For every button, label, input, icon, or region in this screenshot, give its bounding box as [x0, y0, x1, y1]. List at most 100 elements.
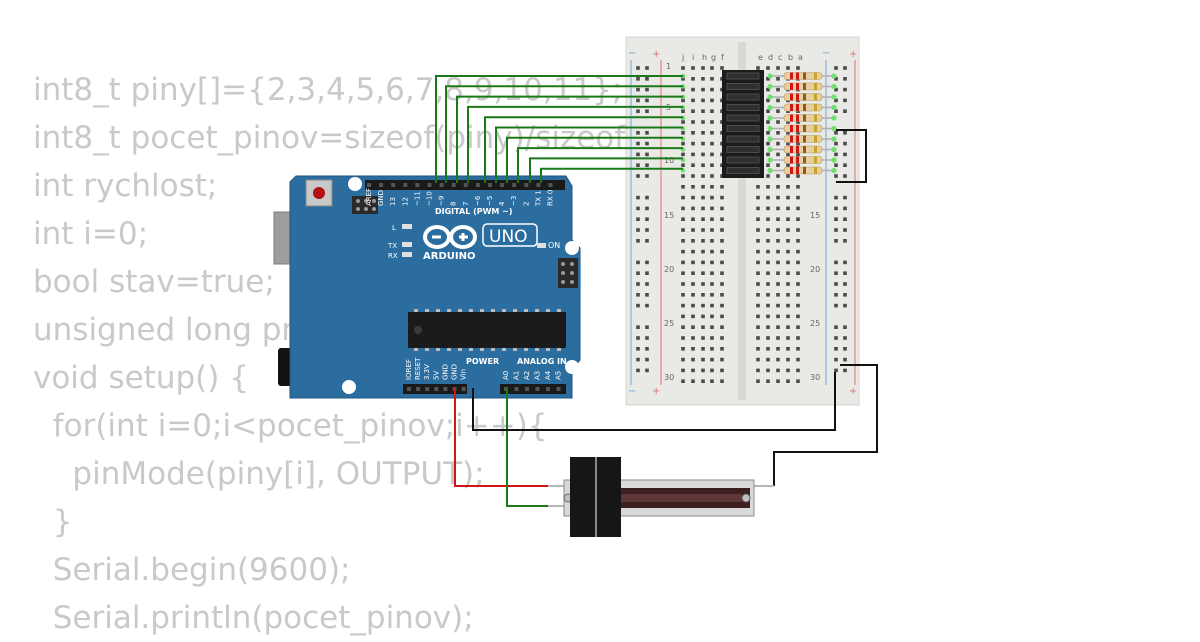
breadboard-hole: [710, 185, 714, 189]
breadboard-hole: [645, 303, 649, 308]
resistor-band: [814, 167, 817, 174]
header-pin: [475, 183, 480, 187]
breadboard-hole: [636, 271, 640, 275]
breadboard-hole: [834, 368, 838, 373]
breadboard-hole: [710, 347, 714, 351]
breadboard-hole: [766, 98, 770, 103]
chip-leg: [557, 309, 561, 312]
breadboard-hole: [776, 271, 780, 275]
connection-dot: [831, 157, 837, 163]
slide-potentiometer: [548, 457, 774, 537]
chip-leg: [524, 309, 528, 312]
breadboard-hole: [701, 217, 705, 221]
breadboard-hole: [636, 131, 640, 135]
breadboard-hole: [756, 293, 760, 297]
breadboard-hole: [720, 260, 724, 265]
breadboard-hole: [701, 120, 705, 124]
breadboard-hole: [843, 228, 847, 232]
header-pin: [500, 183, 505, 187]
breadboard-hole: [691, 379, 695, 383]
breadboard-hole: [834, 152, 838, 157]
breadboard-hole: [843, 357, 847, 362]
breadboard-hole: [645, 109, 649, 113]
chip-leg: [524, 348, 528, 351]
row-number: 20: [664, 265, 674, 274]
breadboard-hole: [766, 239, 770, 243]
breadboard-hole: [796, 314, 800, 319]
breadboard-hole: [636, 195, 640, 200]
row-number: 30: [664, 373, 674, 382]
breadboard-hole: [843, 368, 847, 373]
breadboard-hole: [691, 66, 695, 70]
chip-leg: [414, 309, 418, 312]
breadboard-hole: [636, 325, 640, 329]
header-pin: [407, 387, 411, 391]
breadboard-hole: [796, 368, 800, 373]
breadboard-hole: [636, 152, 640, 157]
breadboard-hole: [710, 239, 714, 243]
header-pin: [548, 183, 553, 187]
breadboard-hole: [645, 336, 649, 340]
breadboard-hole: [776, 163, 780, 167]
breadboard-hole: [710, 379, 714, 383]
breadboard-hole: [691, 141, 695, 146]
breadboard-hole: [701, 152, 705, 157]
breadboard-hole: [681, 271, 685, 275]
breadboard-hole: [786, 66, 790, 70]
breadboard-hole: [636, 77, 640, 81]
resistor-band: [790, 83, 793, 90]
breadboard-hole: [756, 217, 760, 221]
breadboard-hole: [720, 217, 724, 221]
breadboard-hole: [843, 336, 847, 340]
breadboard-hole: [796, 141, 800, 146]
breadboard-hole: [701, 141, 705, 146]
breadboard-hole: [756, 206, 760, 211]
breadboard-hole: [756, 195, 760, 200]
potentiometer-wiper-wire: [773, 364, 878, 486]
breadboard-hole: [834, 131, 838, 135]
ground-wire: [472, 372, 836, 431]
led-segment: [726, 114, 760, 122]
breadboard-hole: [691, 357, 695, 362]
breadboard-hole: [766, 314, 770, 319]
breadboard-hole: [710, 131, 714, 135]
breadboard-hole: [710, 98, 714, 103]
breadboard-hole: [786, 228, 790, 232]
breadboard-hole: [766, 195, 770, 200]
breadboard-hole: [776, 314, 780, 319]
chip-leg: [491, 348, 495, 351]
breadboard-hole: [710, 303, 714, 308]
header-pin: [451, 183, 456, 187]
header-pin: [524, 183, 529, 187]
breadboard-hole: [681, 239, 685, 243]
breadboard-hole: [681, 163, 685, 167]
digital-pin-label: ~5: [486, 196, 494, 206]
breadboard-hole: [645, 217, 649, 221]
breadboard-hole: [720, 185, 724, 189]
breadboard-hole: [843, 174, 847, 178]
breadboard-hole: [766, 249, 770, 254]
signal-wire: [467, 105, 683, 183]
code-line: int8_t piny[]={2,3,4,5,6,7,8,9,10,11};: [33, 72, 623, 108]
breadboard-hole: [701, 185, 705, 189]
breadboard-hole: [636, 347, 640, 351]
arduino-brand: ARDUINO: [423, 251, 475, 262]
breadboard-hole: [691, 206, 695, 211]
breadboard-hole: [843, 131, 847, 135]
breadboard-hole: [776, 174, 780, 178]
breadboard-hole: [766, 228, 770, 232]
connection-dot: [831, 104, 837, 111]
breadboard-hole: [843, 239, 847, 243]
breadboard-hole: [843, 195, 847, 200]
bottom-pin-label: A0: [502, 371, 510, 380]
resistor-band: [814, 114, 817, 122]
rail-plus-label: +: [652, 49, 660, 60]
breadboard-hole: [776, 120, 780, 124]
breadboard-hole: [701, 195, 705, 200]
breadboard-hole: [766, 152, 770, 157]
header-pin: [546, 387, 550, 391]
breadboard-hole: [636, 336, 640, 340]
breadboard-hole: [681, 152, 685, 157]
breadboard-hole: [681, 282, 685, 286]
